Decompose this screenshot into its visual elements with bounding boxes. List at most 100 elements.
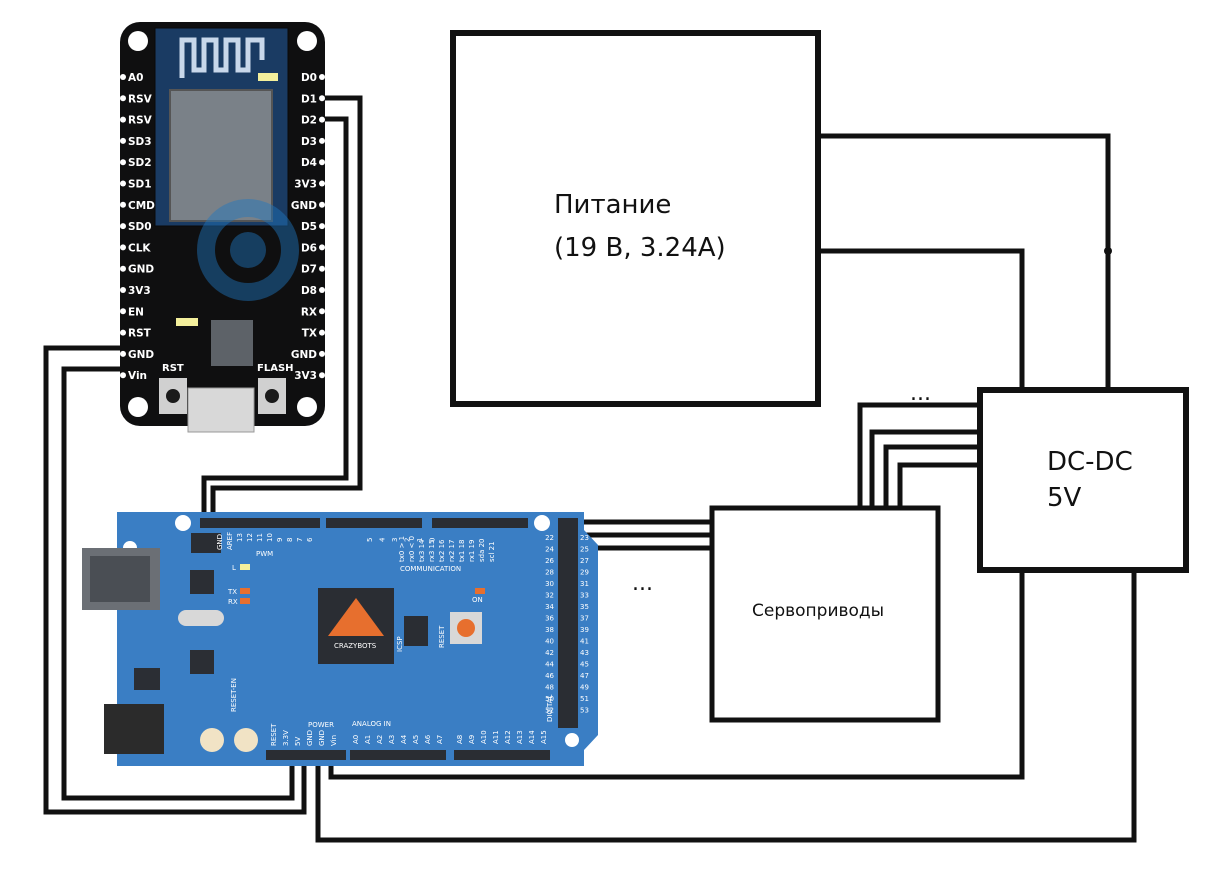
flash-button-label: FLASH bbox=[257, 363, 294, 374]
nodemcu-right-pin-label: GND bbox=[291, 349, 317, 361]
nodemcu-left-pin-label: RST bbox=[128, 328, 152, 340]
barrel-jack bbox=[104, 704, 164, 754]
digital-pin-label: 26 bbox=[545, 557, 554, 565]
wire-servo-power-2 bbox=[869, 429, 983, 511]
analog-pin-label: A10 bbox=[480, 730, 488, 744]
pwm-pin-label: 3 bbox=[391, 538, 399, 542]
analog-pin-label: A7 bbox=[436, 735, 444, 744]
nodemcu-right-pin-label: D8 bbox=[301, 285, 317, 297]
rst-button-label: RST bbox=[162, 363, 184, 374]
nodemcu-right-pin-label: 3V3 bbox=[294, 179, 317, 191]
digital-pin-label: 39 bbox=[580, 626, 589, 634]
communication-pin-label: tx0 > 1 bbox=[398, 536, 406, 562]
pin-marker bbox=[319, 159, 325, 166]
label-rx: RX bbox=[228, 598, 238, 606]
power-label-line2: (19 В, 3.24А) bbox=[554, 233, 726, 263]
digital-pin-label: 25 bbox=[580, 546, 589, 554]
header-analog-1 bbox=[350, 750, 446, 760]
digital-pin-label: 22 bbox=[545, 534, 554, 542]
label-power: POWER bbox=[308, 721, 334, 729]
communication-pin-label: rx0 < 0 bbox=[408, 536, 416, 562]
digital-pin-label: 37 bbox=[580, 615, 589, 623]
label-icsp: ICSP bbox=[396, 636, 404, 652]
digital-pin-label: 28 bbox=[545, 569, 554, 577]
analog-pin-label: A12 bbox=[504, 730, 512, 744]
analog-pin-label: A11 bbox=[492, 730, 500, 744]
servo-box: Сервоприводы bbox=[709, 505, 941, 723]
pin-marker bbox=[120, 223, 126, 230]
pin-marker bbox=[319, 201, 325, 208]
pin-marker bbox=[319, 116, 325, 123]
digital-pin-label: 30 bbox=[545, 580, 554, 588]
digital-pin-label: 47 bbox=[580, 672, 589, 680]
nodemcu-right-pin-label: GND bbox=[291, 200, 317, 212]
pin-marker bbox=[319, 287, 325, 293]
mount-hole bbox=[297, 31, 317, 51]
digital-pin-label: 29 bbox=[580, 569, 589, 577]
pwm-pin-label: 11 bbox=[256, 533, 264, 542]
pwm-pin-label: 1 bbox=[416, 538, 424, 542]
communication-pin-label: rx2 17 bbox=[448, 540, 456, 562]
nodemcu-right-pin-label: D5 bbox=[301, 221, 317, 233]
power-pin-label: GND bbox=[306, 730, 314, 746]
esp-shield bbox=[169, 89, 273, 222]
nodemcu-left-pin-label: Vin bbox=[128, 370, 147, 382]
digital-pin-label: 46 bbox=[545, 672, 554, 680]
esp-led bbox=[258, 73, 278, 81]
label-digital: DIGITAL bbox=[546, 695, 554, 722]
pin-marker bbox=[319, 350, 325, 357]
digital-pin-label: 42 bbox=[545, 649, 554, 657]
pin-marker bbox=[319, 95, 325, 102]
pin-marker bbox=[319, 265, 325, 272]
junction-dot bbox=[1104, 247, 1112, 255]
analog-pin-label: A8 bbox=[456, 735, 464, 744]
label-analog-in: ANALOG IN bbox=[352, 720, 391, 728]
digital-pin-label: 53 bbox=[580, 707, 589, 715]
digital-pin-label: 50 bbox=[545, 695, 554, 703]
nodemcu-left-pin-label: CLK bbox=[128, 242, 151, 254]
nodemcu-right-pin-label: TX bbox=[302, 328, 317, 340]
nodemcu-right-pin-label: D3 bbox=[301, 136, 317, 148]
digital-pin-label: 51 bbox=[580, 695, 589, 703]
analog-pin-label: A13 bbox=[516, 730, 524, 744]
digital-pin-label: 38 bbox=[545, 626, 554, 634]
digital-pin-label: 23 bbox=[580, 534, 589, 542]
label-on: ON bbox=[472, 596, 483, 604]
pin-marker bbox=[120, 372, 126, 379]
analog-pin-label: A3 bbox=[388, 735, 396, 744]
digital-pin-label: 41 bbox=[580, 638, 589, 646]
label-reset-en: RESET-EN bbox=[230, 678, 238, 712]
pwm-pin-label: 9 bbox=[276, 538, 284, 542]
nodemcu-left-pin-label: SD3 bbox=[128, 136, 152, 148]
pin-marker bbox=[120, 159, 126, 166]
nodemcu-left-pin-label: RSV bbox=[128, 93, 153, 105]
ic-chip bbox=[190, 650, 214, 674]
header-analog-2 bbox=[454, 750, 550, 760]
usb-connector bbox=[187, 387, 255, 433]
power-supply-box: Питание (19 В, 3.24А) bbox=[450, 30, 821, 407]
pwm-pin-label: 7 bbox=[296, 538, 304, 542]
pin-marker bbox=[120, 180, 126, 187]
label-pwm: PWM bbox=[256, 550, 273, 558]
pwm-pin-label: 13 bbox=[236, 533, 244, 542]
nodemcu-left-pin-label: 3V3 bbox=[128, 285, 151, 297]
nodemcu-left-pin-label: RSV bbox=[128, 115, 153, 127]
pin-marker bbox=[319, 137, 325, 144]
communication-pin-label: rx3 15 bbox=[428, 540, 436, 562]
digital-pin-label: 45 bbox=[580, 661, 589, 669]
power-pin-label: 5V bbox=[294, 737, 302, 746]
pwm-pin-label: 8 bbox=[286, 538, 294, 542]
communication-pin-label: tx1 18 bbox=[458, 540, 466, 562]
wire-arduino-gnd-to-dcdc bbox=[315, 567, 1137, 843]
nodemcu-right-pin-label: D4 bbox=[301, 157, 317, 169]
header-power bbox=[266, 750, 346, 760]
communication-pin-label: scl 21 bbox=[488, 541, 496, 562]
pin-marker bbox=[319, 308, 325, 315]
digital-pin-label: 24 bbox=[545, 546, 554, 554]
wire-esp-d1-to-arduino bbox=[210, 95, 363, 525]
wire-psu-plus-to-dcdc bbox=[815, 133, 1111, 393]
header-communication bbox=[432, 518, 528, 528]
pin-marker bbox=[120, 287, 126, 293]
